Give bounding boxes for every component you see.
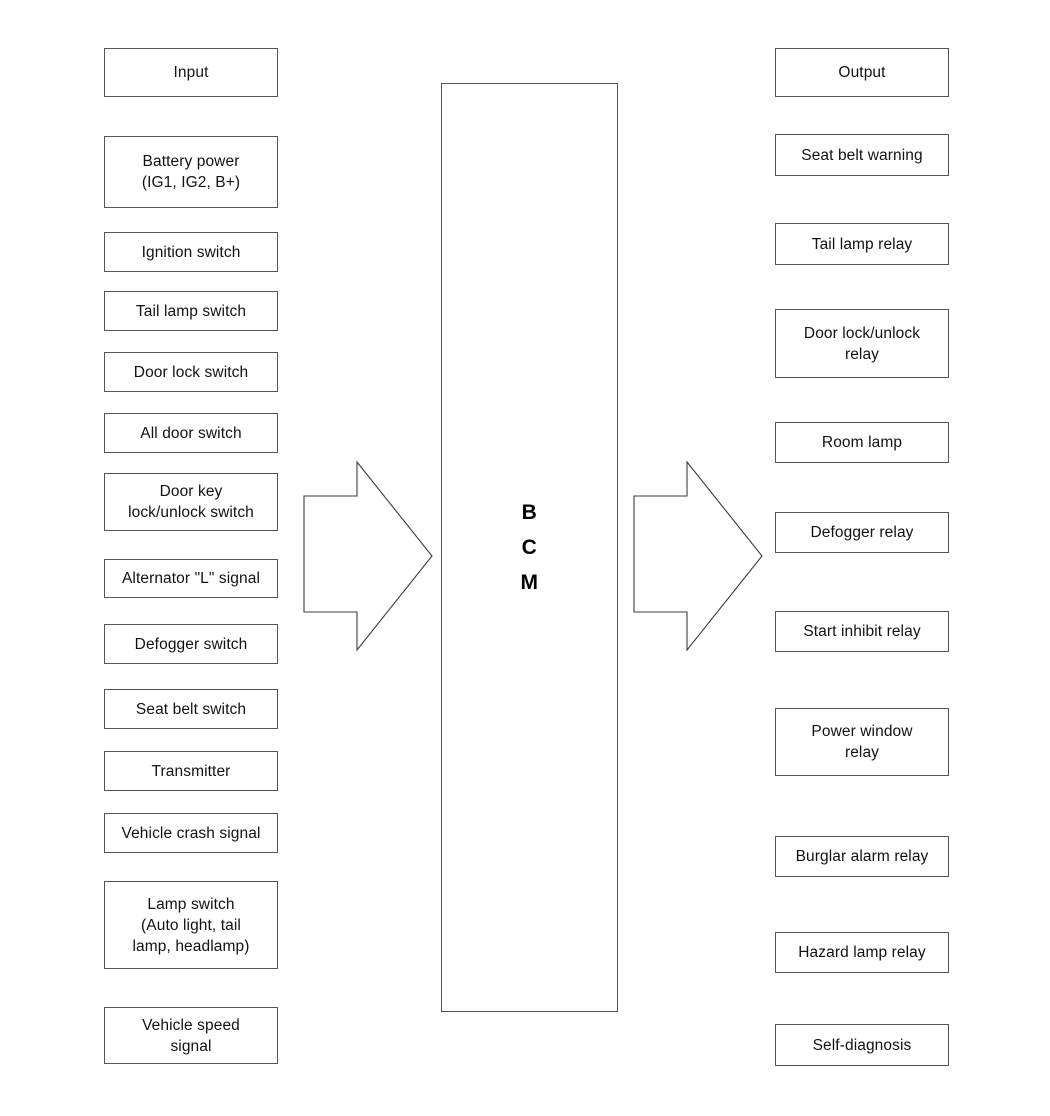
- output-column-header-label: Output: [838, 64, 886, 81]
- output-item-door-lock-unlock-relay[interactable]: Door lock/unlock relay: [775, 309, 949, 378]
- input-item-vehicle-speed-signal[interactable]: Vehicle speed signal: [104, 1007, 278, 1064]
- output-item-defogger-relay[interactable]: Defogger relay: [775, 512, 949, 553]
- output-column-header: Output: [775, 48, 949, 97]
- output-item-label: Room lamp: [821, 434, 903, 451]
- input-item-battery-power[interactable]: Battery power (IG1, IG2, B+): [104, 136, 278, 208]
- input-item-all-door-switch[interactable]: All door switch: [104, 413, 278, 453]
- input-item-label: Battery power (IG1, IG2, B+): [141, 153, 241, 191]
- input-item-ignition-switch[interactable]: Ignition switch: [104, 232, 278, 272]
- output-item-label: Tail lamp relay: [811, 235, 913, 253]
- input-item-label: Seat belt switch: [135, 700, 247, 718]
- output-item-label: Power window relay: [811, 723, 913, 761]
- input-column-header-label: Input: [173, 64, 209, 81]
- output-item-tail-lamp-relay[interactable]: Tail lamp relay: [775, 223, 949, 265]
- output-item-label: Hazard lamp relay: [798, 944, 926, 961]
- input-column-header: Input: [104, 48, 278, 97]
- input-item-tail-lamp-switch[interactable]: Tail lamp switch: [104, 291, 278, 331]
- input-item-label: Alternator "L" signal: [121, 570, 261, 587]
- output-item-power-window-relay[interactable]: Power window relay: [775, 708, 949, 776]
- input-arrow-icon: [303, 460, 433, 652]
- output-item-label: Self-diagnosis: [812, 1036, 912, 1054]
- input-item-label: Tail lamp switch: [135, 302, 247, 320]
- output-item-hazard-lamp-relay[interactable]: Hazard lamp relay: [775, 932, 949, 973]
- input-item-seat-belt-switch[interactable]: Seat belt switch: [104, 689, 278, 729]
- output-item-burglar-alarm-relay[interactable]: Burglar alarm relay: [775, 836, 949, 877]
- input-item-defogger-switch[interactable]: Defogger switch: [104, 624, 278, 664]
- input-item-label: Defogger switch: [134, 635, 248, 653]
- output-item-label: Seat belt warning: [801, 146, 923, 164]
- input-item-label: Door key lock/unlock switch: [128, 483, 254, 521]
- input-item-label: All door switch: [140, 424, 242, 442]
- output-item-label: Defogger relay: [810, 524, 914, 541]
- output-item-room-lamp[interactable]: Room lamp: [775, 422, 949, 463]
- output-item-seat-belt-warning[interactable]: Seat belt warning: [775, 134, 949, 176]
- input-item-label: Door lock switch: [133, 363, 249, 381]
- input-item-door-lock-switch[interactable]: Door lock switch: [104, 352, 278, 392]
- input-item-label: Ignition switch: [141, 243, 241, 261]
- input-item-label: Vehicle speed signal: [142, 1016, 240, 1055]
- output-arrow-icon: [633, 460, 763, 652]
- input-item-alternator-l-signal[interactable]: Alternator "L" signal: [104, 559, 278, 598]
- input-item-lamp-switch[interactable]: Lamp switch (Auto light, tail lamp, head…: [104, 881, 278, 969]
- output-item-self-diagnosis[interactable]: Self-diagnosis: [775, 1024, 949, 1066]
- output-item-start-inhibit-relay[interactable]: Start inhibit relay: [775, 611, 949, 652]
- input-item-vehicle-crash-signal[interactable]: Vehicle crash signal: [104, 813, 278, 853]
- input-item-transmitter[interactable]: Transmitter: [104, 751, 278, 791]
- output-item-label: Door lock/unlock relay: [803, 324, 921, 363]
- output-item-label: Burglar alarm relay: [795, 848, 929, 865]
- bcm-label: B C M: [520, 501, 539, 594]
- bcm-module-box[interactable]: B C M: [441, 83, 618, 1012]
- input-item-label: Lamp switch (Auto light, tail lamp, head…: [132, 895, 250, 955]
- input-item-door-key-lock-unlock-switch[interactable]: Door key lock/unlock switch: [104, 473, 278, 531]
- input-item-label: Vehicle crash signal: [121, 824, 261, 842]
- output-item-label: Start inhibit relay: [803, 623, 921, 640]
- input-item-label: Transmitter: [151, 762, 231, 780]
